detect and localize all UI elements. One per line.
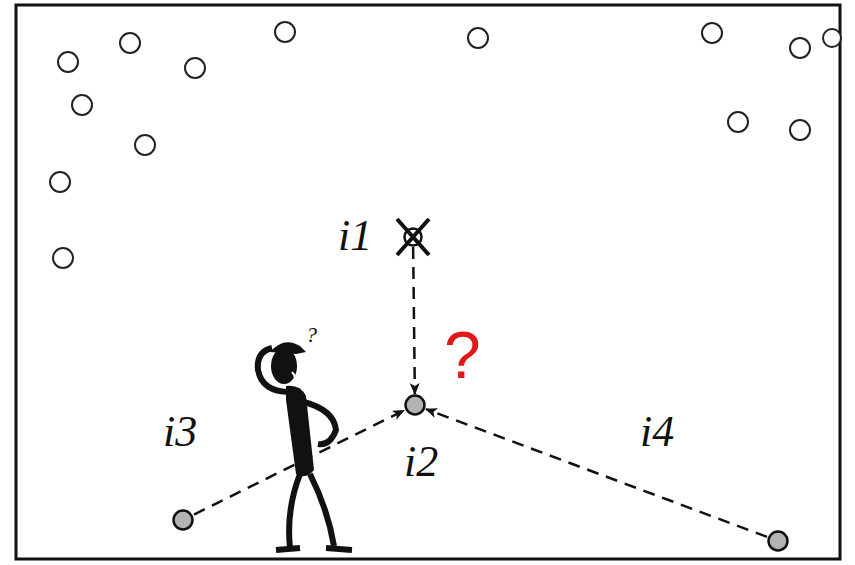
point-circle: [767, 530, 789, 552]
dashed-arrow: [426, 409, 767, 537]
point-node: i1: [403, 227, 423, 247]
dashed-arrow: [194, 410, 404, 514]
point-circle: [404, 394, 426, 416]
point-node: i4: [767, 530, 789, 552]
cross-mark: [397, 219, 429, 255]
frame: [16, 5, 840, 559]
node-label: i4: [640, 410, 674, 454]
point-node: i2: [404, 394, 426, 416]
point-circle: [403, 227, 423, 247]
person-figure: [258, 342, 352, 550]
thought-mark: ?: [306, 324, 317, 346]
point-node: i3: [172, 509, 194, 531]
point-circle: [172, 509, 194, 531]
node-label: i2: [404, 440, 438, 484]
dashed-arrow: [413, 247, 415, 394]
node-label: i3: [163, 410, 197, 454]
node-label: i1: [338, 214, 372, 258]
open-points: [50, 22, 841, 268]
question-mark: ?: [444, 322, 481, 388]
